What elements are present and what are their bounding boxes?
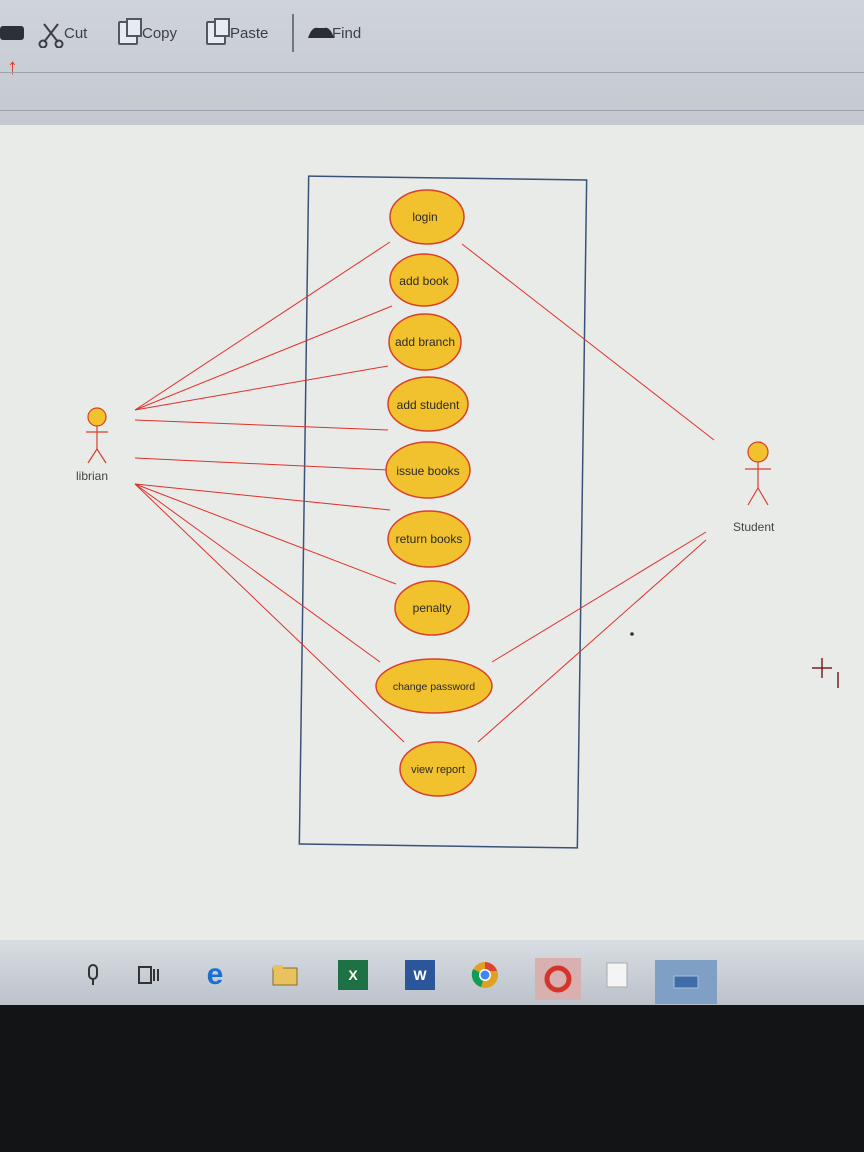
association-line	[134, 483, 381, 663]
clipboard-icon[interactable]	[0, 26, 24, 40]
window-icon[interactable]	[655, 960, 717, 1004]
ribbon-divider	[0, 72, 864, 73]
microphone-icon[interactable]	[78, 960, 108, 990]
association-line	[134, 241, 391, 411]
paste-button[interactable]: Paste	[206, 18, 268, 48]
use-case-issue-books[interactable]: issue books	[385, 441, 471, 499]
use-case-penalty[interactable]: penalty	[394, 580, 470, 636]
copy-button[interactable]: Copy	[118, 18, 177, 48]
actor-head	[87, 407, 107, 427]
librarian-associations	[134, 241, 405, 743]
up-arrow-icon[interactable]: ↑	[7, 54, 18, 79]
association-line	[134, 483, 391, 511]
use-case-login[interactable]: login	[389, 189, 465, 245]
copy-label: Copy	[142, 24, 178, 42]
system-boundary	[298, 175, 588, 849]
actor-student[interactable]	[745, 441, 771, 506]
association-line	[134, 305, 393, 411]
ribbon-divider	[0, 110, 864, 111]
task-view-icon[interactable]	[133, 960, 163, 990]
use-case-label: add book	[399, 274, 449, 288]
use-case-label: login	[412, 210, 437, 224]
use-case-label: change password	[393, 681, 475, 693]
red-app-icon[interactable]	[535, 958, 581, 1000]
use-case-label: add branch	[395, 335, 455, 349]
monitor-bezel	[0, 1005, 864, 1152]
association-line	[461, 243, 715, 441]
use-case-add-book[interactable]: add book	[389, 253, 459, 307]
use-case-add-branch[interactable]: add branch	[388, 313, 462, 371]
use-case-add-student[interactable]: add student	[387, 376, 469, 432]
paste-icon	[206, 18, 230, 45]
cut-button[interactable]: Cut	[38, 18, 88, 49]
file-explorer-icon[interactable]	[270, 960, 300, 990]
diagram-canvas[interactable]: login add book add branch add student is…	[0, 125, 864, 945]
word-letter: W	[413, 967, 427, 983]
binoculars-icon	[306, 22, 334, 44]
cut-label: Cut	[64, 24, 88, 42]
use-case-diagram: login add book add branch add student is…	[76, 175, 839, 849]
edge-letter: e	[206, 958, 224, 991]
association-line	[134, 457, 389, 471]
use-case-change-password[interactable]: change password	[375, 658, 493, 714]
association-line	[134, 419, 389, 431]
actor-leg	[747, 487, 759, 506]
use-case-label: view report	[411, 764, 465, 776]
actor-librarian-label: librian	[76, 469, 108, 483]
association-line	[134, 483, 405, 743]
actor-leg	[96, 448, 107, 464]
association-line	[477, 539, 707, 743]
student-associations	[461, 243, 715, 743]
find-label: Find	[332, 24, 362, 42]
excel-letter: X	[348, 967, 358, 983]
taskbar: e X W	[0, 940, 864, 1010]
scissors-icon	[38, 22, 64, 49]
use-case-label: issue books	[396, 464, 459, 478]
actor-student-label: Student	[733, 520, 775, 534]
word-icon[interactable]: W	[405, 960, 435, 990]
use-case-label: add student	[397, 398, 460, 412]
use-case-label: penalty	[413, 601, 452, 615]
use-case-return-books[interactable]: return books	[387, 510, 471, 568]
use-case-view-report[interactable]: view report	[399, 741, 477, 797]
excel-icon[interactable]: X	[338, 960, 368, 990]
actor-leg	[87, 448, 98, 464]
toolbar-ribbon: Cut Copy Paste Find ↑	[0, 0, 864, 135]
association-line	[491, 531, 707, 663]
use-case-label: return books	[396, 532, 463, 546]
chrome-icon[interactable]	[470, 960, 500, 990]
actor-librarian[interactable]	[86, 407, 108, 464]
actor-leg	[757, 487, 769, 506]
white-app-icon[interactable]	[602, 960, 632, 990]
toolbar-separator	[292, 14, 294, 52]
paste-label: Paste	[230, 24, 269, 42]
association-line	[134, 365, 389, 411]
crosshair-cursor-icon	[812, 658, 839, 688]
actor-head	[747, 441, 769, 463]
edge-icon[interactable]: e	[200, 958, 230, 991]
stray-dot	[630, 632, 634, 636]
copy-icon	[118, 18, 142, 45]
find-button[interactable]: Find	[306, 18, 361, 48]
association-line	[134, 483, 397, 585]
